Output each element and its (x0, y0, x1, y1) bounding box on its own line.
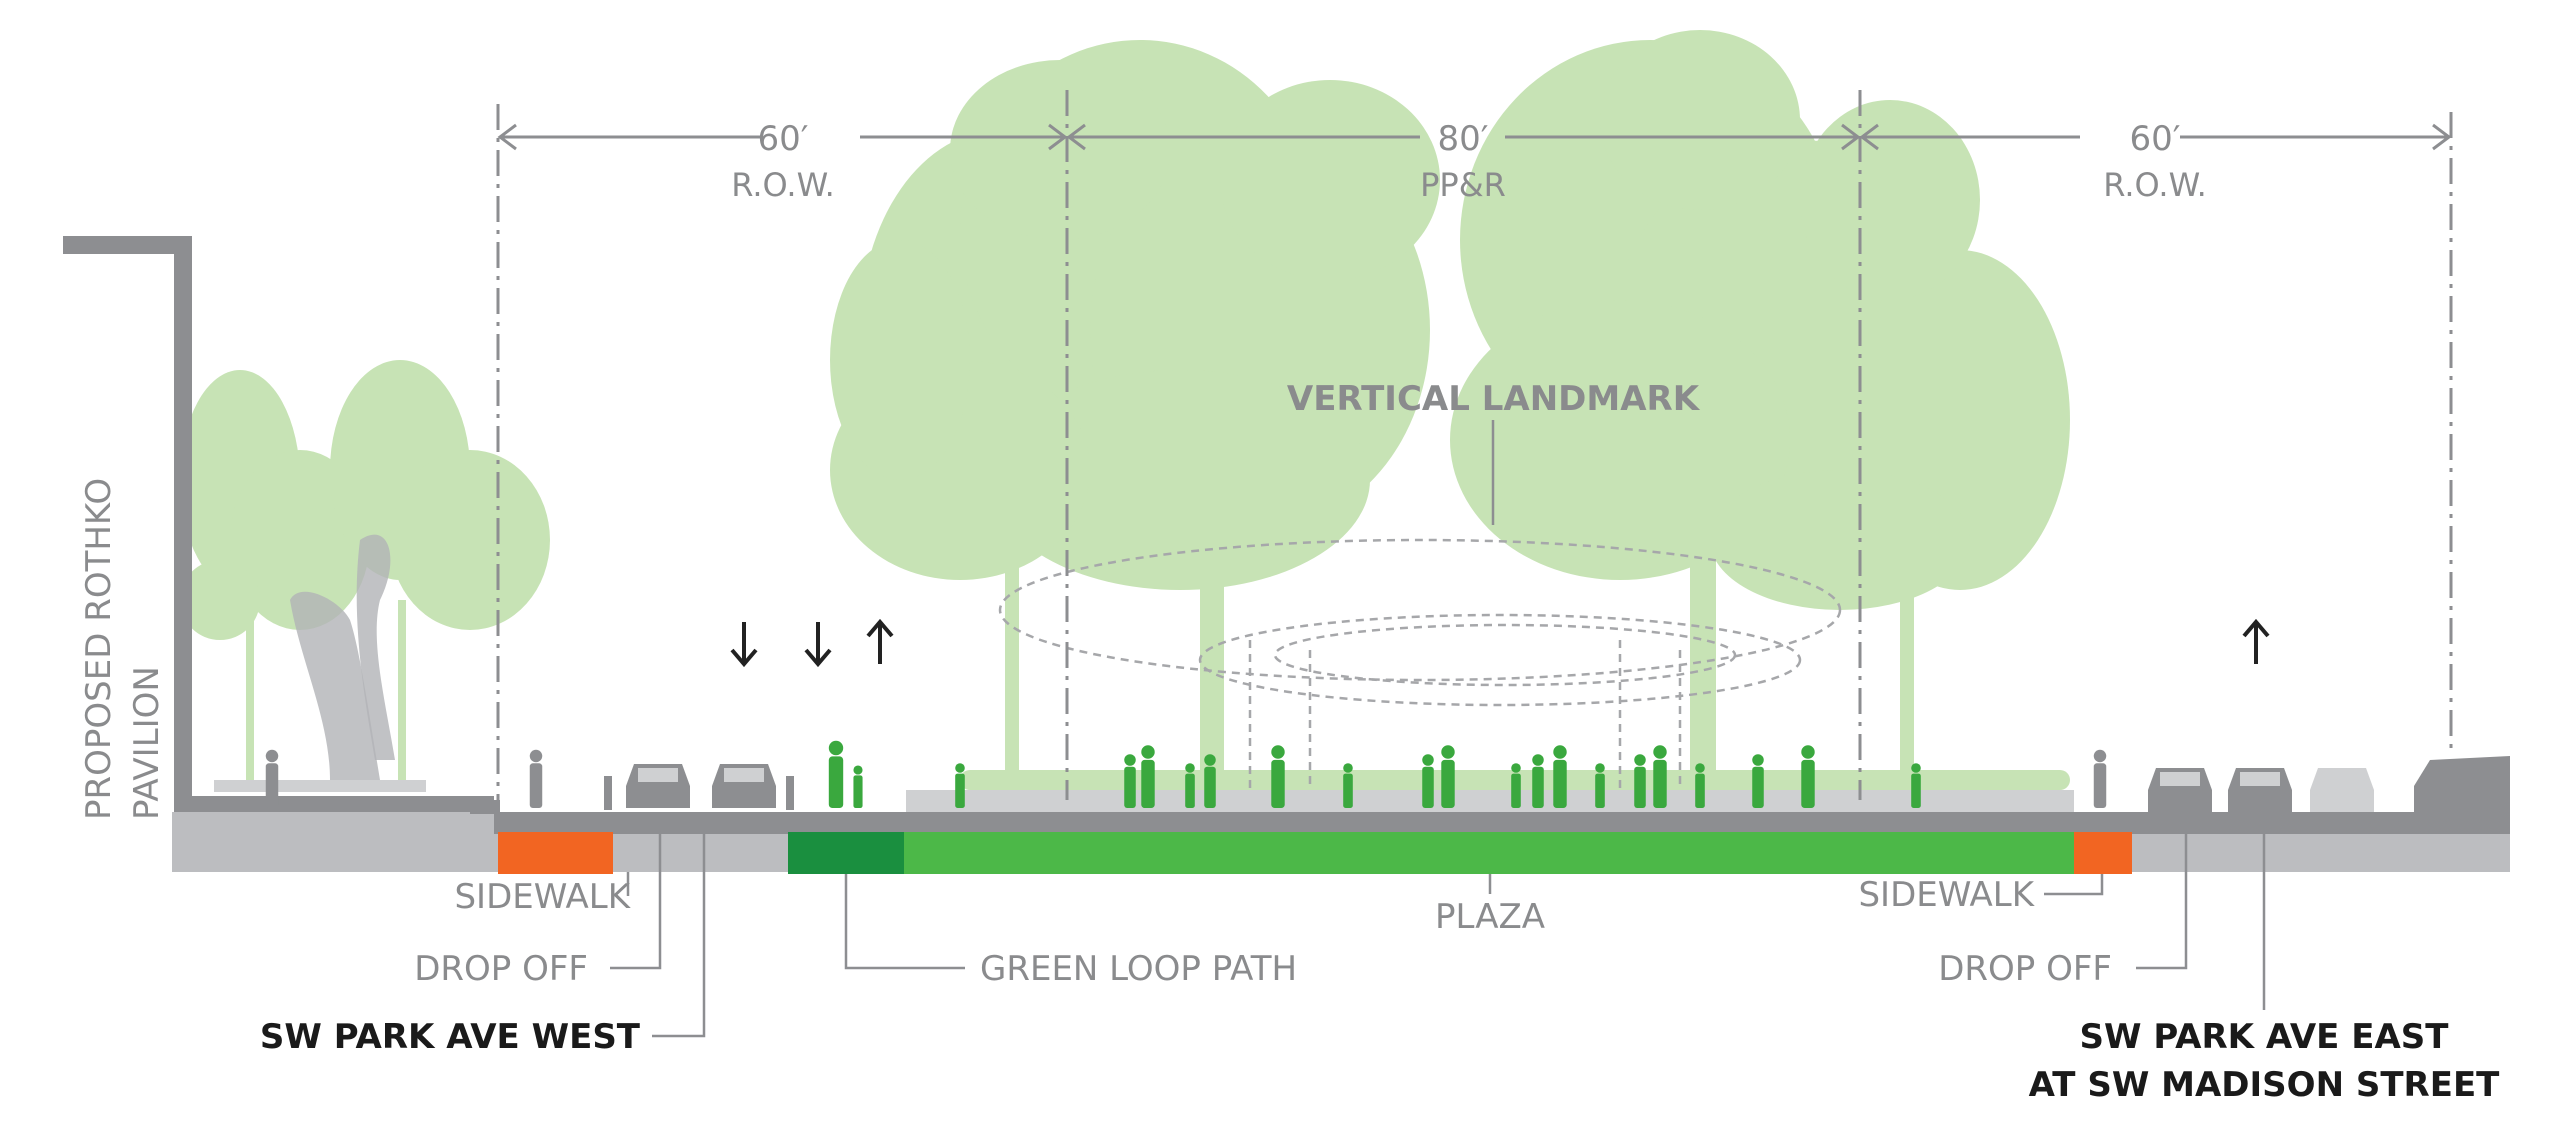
rothko-pavilion-wall (63, 236, 494, 812)
bollard (786, 776, 794, 810)
drop-off-west-label: DROP OFF (414, 949, 588, 989)
park-trees (180, 30, 2070, 790)
person-icon (1204, 754, 1216, 808)
person-icon (955, 763, 965, 808)
sidewalk-east-strip (2074, 832, 2132, 874)
person-icon (1752, 754, 1764, 808)
person-icon (1695, 763, 1705, 808)
park-ave-east-label-1: SW PARK AVE EAST (2080, 1017, 2450, 1057)
dim-east-sub: R.O.W. (2103, 166, 2206, 204)
arrow-up-icon (866, 618, 894, 664)
green-loop-label: GREEN LOOP PATH (980, 949, 1297, 989)
person-icon (1124, 754, 1136, 808)
person-icon (1511, 763, 1521, 808)
sidewalk-west-strip (498, 832, 613, 874)
dim-west-sub: R.O.W. (731, 166, 834, 204)
plaza-label: PLAZA (1435, 897, 1545, 937)
park-ave-west-label: SW PARK AVE WEST (260, 1017, 641, 1057)
arrow-down-icon (804, 622, 832, 668)
sidewalk-east-label: SIDEWALK (1858, 875, 2035, 915)
arrow-up-icon (2242, 618, 2270, 664)
person-icon (2093, 749, 2107, 808)
dimension-lines (496, 90, 2453, 800)
traffic-arrows (730, 618, 2270, 668)
building-label-2: PAVILION (127, 666, 167, 820)
dim-west-value: 60′ (758, 119, 809, 159)
people (265, 740, 2107, 808)
green-loop-strip (788, 832, 904, 874)
person-icon (1185, 763, 1195, 808)
person-icon (1343, 763, 1353, 808)
person-icon (853, 765, 863, 808)
person-icon (1141, 745, 1155, 808)
car-icon (2228, 768, 2292, 812)
cars (604, 756, 2510, 812)
dimension-labels: 60′ R.O.W. 80′ PP&R 60′ R.O.W. (731, 119, 2206, 204)
person-icon (828, 740, 844, 808)
dim-east-value: 60′ (2130, 119, 2181, 159)
person-icon (529, 749, 543, 808)
person-icon (1595, 763, 1605, 808)
drop-off-east-label: DROP OFF (1938, 949, 2112, 989)
person-icon (1422, 754, 1434, 808)
person-icon (1532, 754, 1544, 808)
building-label-1: PROPOSED ROTHKO (79, 478, 119, 820)
landmark-label: VERTICAL LANDMARK (1287, 379, 1701, 419)
person-icon (1271, 745, 1285, 808)
sidewalk-west-label: SIDEWALK (454, 877, 631, 917)
arrow-down-icon (730, 622, 758, 668)
person-icon (265, 749, 279, 808)
person-icon (1441, 745, 1455, 808)
dim-park-sub: PP&R (1420, 166, 1506, 204)
bollard (604, 776, 612, 810)
car-icon (712, 764, 776, 808)
person-icon (1553, 745, 1567, 808)
car-icon (2148, 768, 2212, 812)
vertical-landmark (998, 538, 1842, 790)
person-icon (1801, 745, 1815, 808)
dim-park-value: 80′ (1438, 119, 1489, 159)
car-icon (2414, 756, 2510, 812)
car-icon (2310, 768, 2374, 812)
park-ave-east-label-2: AT SW MADISON STREET (2029, 1065, 2501, 1105)
person-icon (1911, 763, 1921, 808)
plaza-strip (904, 832, 2074, 874)
person-icon (1653, 745, 1667, 808)
car-icon (626, 764, 690, 808)
person-icon (1634, 754, 1646, 808)
callout-leaders (610, 834, 2266, 1038)
